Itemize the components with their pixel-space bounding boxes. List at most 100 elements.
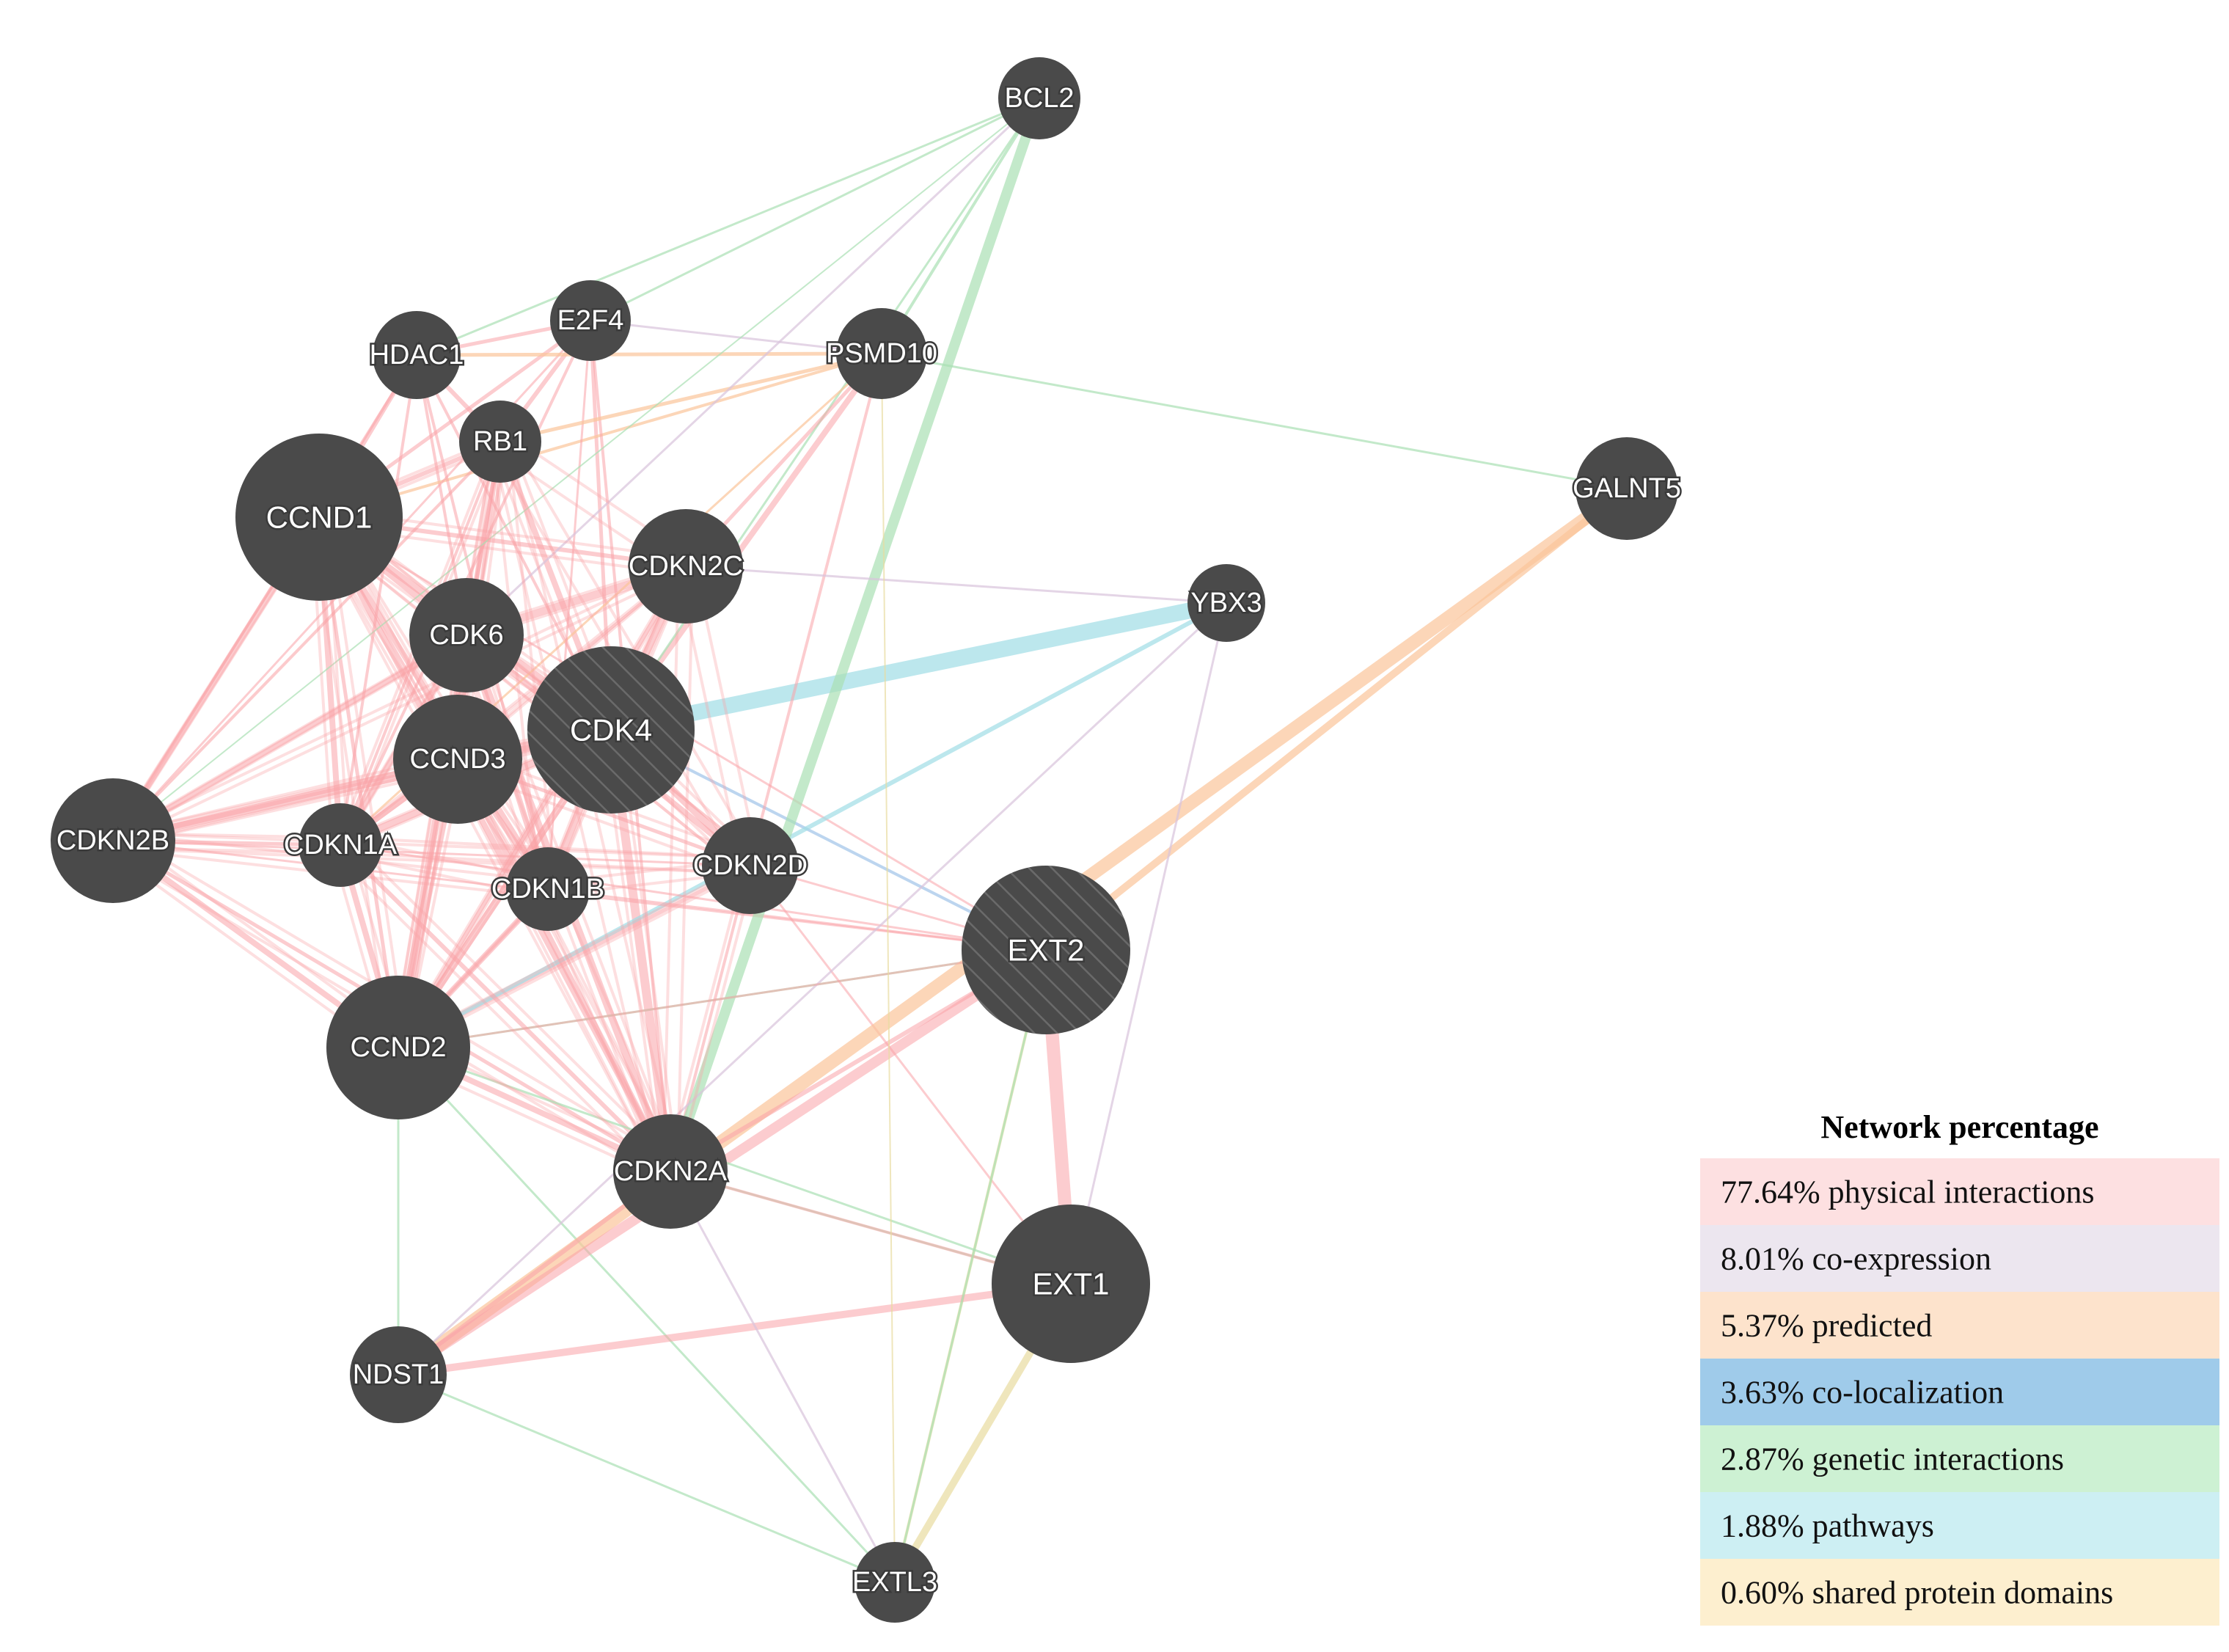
node-circle (51, 778, 175, 903)
node-label: E2F4 (557, 305, 624, 336)
node-circle (962, 866, 1130, 1034)
node-cdkn1b[interactable]: CDKN1B (489, 847, 607, 931)
node-circle (836, 308, 927, 399)
node-circle (409, 578, 524, 692)
edge-texture (332, 572, 680, 854)
node-cdk4[interactable]: CDK4 (527, 646, 695, 814)
edge-ybx3-cdkn2c (684, 565, 1228, 604)
node-cdkn2c[interactable]: CDKN2C (626, 509, 745, 624)
edge-texture (676, 558, 695, 1165)
node-galnt5[interactable]: GALNT5 (1571, 437, 1683, 540)
node-circle (506, 847, 590, 931)
node-label: CDK4 (570, 713, 652, 748)
edge-cdkn2a-cdkn1a (338, 843, 673, 1174)
node-cdk6[interactable]: CDK6 (409, 578, 524, 692)
node-label: HDAC1 (370, 340, 464, 370)
edge-cdkn2b-cdkn2d (111, 839, 752, 867)
legend-swatch (1700, 1559, 2219, 1626)
edge-bcl2-hdac1 (415, 97, 1041, 357)
legend-label: 77.64% physical interactions (1721, 1174, 2095, 1210)
edge-texture (310, 524, 665, 1180)
node-circle (373, 311, 461, 399)
node-label: YBX3 (1190, 588, 1262, 618)
node-label: PSMD10 (826, 338, 937, 369)
edge-cdkn1a-ext2 (339, 844, 1047, 951)
node-label: CDKN2D (693, 850, 808, 881)
node-e2f4[interactable]: E2F4 (550, 280, 631, 361)
node-label: BCL2 (1004, 83, 1074, 114)
edge-texture (105, 847, 744, 874)
node-hdac1[interactable]: HDAC1 (367, 311, 466, 399)
edge-texture (404, 558, 695, 1042)
edge-bcl2-cdkn2b (112, 98, 1040, 841)
node-psmd10[interactable]: PSMD10 (824, 308, 940, 399)
legend-item: 1.88% pathways (1700, 1492, 2219, 1559)
edge-cdkn1a-hdac1 (339, 354, 418, 847)
node-label: CCND3 (410, 744, 506, 775)
legend-item: 2.87% genetic interactions (1700, 1425, 2219, 1492)
node-ybx3[interactable]: YBX3 (1187, 564, 1265, 642)
edge-texture (491, 448, 665, 1180)
edge-cdk4-ybx3 (603, 595, 1234, 738)
legend-swatch (1700, 1292, 2219, 1359)
node-circle (702, 817, 799, 914)
node-ccnd3[interactable]: CCND3 (393, 695, 522, 824)
node-cdkn1a[interactable]: CDKN1A (282, 803, 399, 887)
edge-bcl2-e2f4 (589, 97, 1041, 322)
edge-ccnd3-cdkn2a (455, 756, 673, 1174)
node-circle (613, 1114, 728, 1229)
node-bcl2[interactable]: BCL2 (998, 57, 1080, 139)
node-ndst1[interactable]: NDST1 (350, 1326, 447, 1423)
node-cdkn2b[interactable]: CDKN2B (51, 778, 175, 903)
edge-texture (662, 573, 680, 1180)
edge-texture (120, 832, 758, 860)
legend-label: 0.60% shared protein domains (1721, 1575, 2113, 1611)
node-ccnd2[interactable]: CCND2 (326, 976, 470, 1119)
edge-texture (310, 524, 392, 1056)
node-ccnd1[interactable]: CCND1 (235, 434, 403, 601)
node-extl3[interactable]: EXTL3 (850, 1542, 940, 1623)
edge-texture (405, 857, 758, 1042)
edge-texture (310, 523, 744, 874)
node-circle (550, 280, 631, 361)
node-rb1[interactable]: RB1 (459, 401, 541, 483)
edge-texture (449, 766, 665, 1180)
node-label: CDKN2C (629, 551, 743, 582)
edge-extl3-ext2 (893, 949, 1047, 1584)
node-label: CDKN2A (614, 1156, 728, 1187)
legend-label: 8.01% co-expression (1721, 1241, 1991, 1277)
legend-item: 8.01% co-expression (1700, 1225, 2219, 1292)
edge-psmd10-galnt5 (880, 352, 1628, 490)
legend-swatch (1700, 1425, 2219, 1492)
legend: Network percentage 77.64% physical inter… (1700, 1109, 2219, 1626)
node-circle (350, 1326, 447, 1423)
edge-ccnd2-cdkn2c (396, 564, 688, 1050)
edge-texture (506, 434, 557, 882)
node-circle (998, 57, 1080, 139)
edge-texture (506, 433, 759, 860)
node-cdkn2d[interactable]: CDKN2D (691, 817, 810, 914)
edge-texture (119, 433, 509, 835)
node-ext2[interactable]: EXT2 (962, 866, 1130, 1034)
node-circle (1575, 437, 1678, 540)
node-label: NDST1 (353, 1359, 444, 1390)
edge-texture (120, 558, 694, 835)
edge-texture (332, 851, 665, 1180)
node-circle (854, 1542, 935, 1623)
node-circle (459, 401, 541, 483)
node-circle (299, 803, 382, 887)
edge-ccnd2-extl3 (397, 1046, 896, 1584)
edge-rb1-psmd10 (498, 351, 884, 444)
node-cdkn2a[interactable]: CDKN2A (612, 1114, 729, 1229)
edge-texture (119, 626, 475, 835)
node-ext1[interactable]: EXT1 (992, 1205, 1150, 1363)
node-label: CDKN1A (284, 830, 398, 860)
legend-item: 0.60% shared protein domains (1700, 1559, 2219, 1626)
legend-items: 77.64% physical interactions 8.01% co-exp… (1700, 1158, 2219, 1626)
edge-galnt5-ext2 (1042, 485, 1630, 954)
legend-label: 2.87% genetic interactions (1721, 1441, 2064, 1477)
edge-e2f4-psmd10 (589, 319, 883, 355)
node-label: EXT1 (1032, 1267, 1109, 1301)
